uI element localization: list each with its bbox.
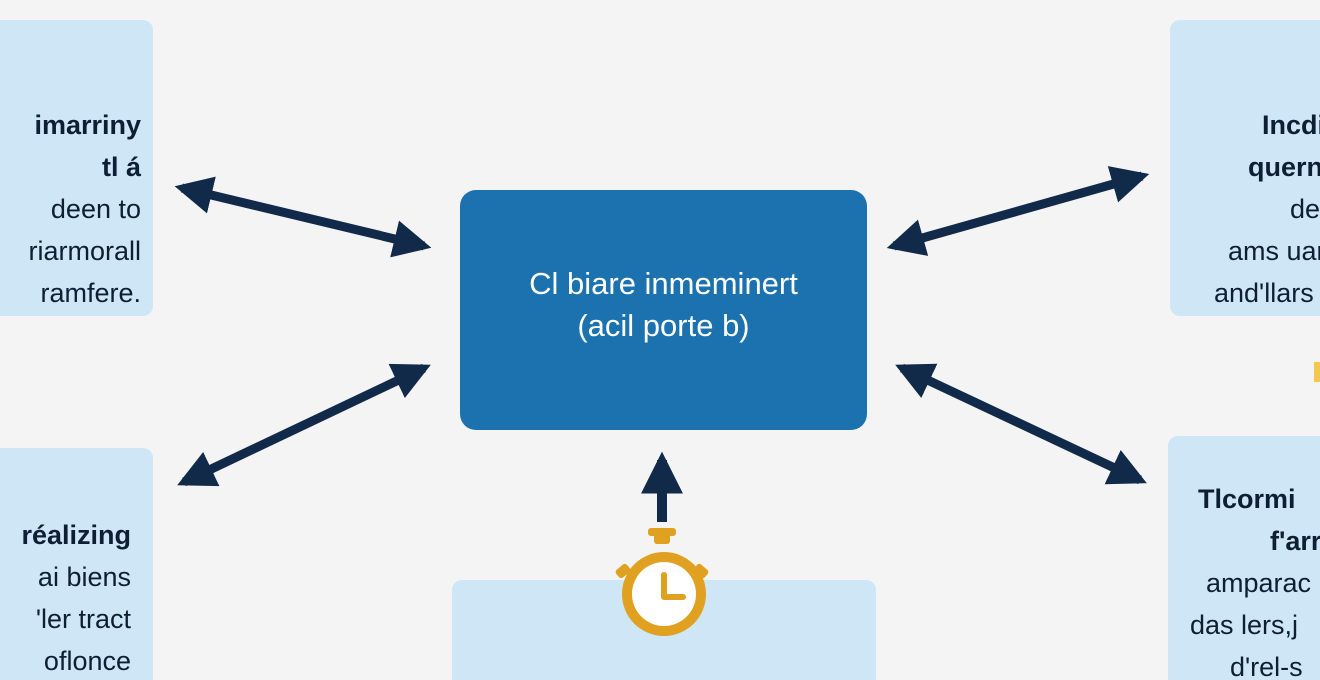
center-title-line-2: (acil porte b) bbox=[577, 308, 750, 343]
center-box: Cl biare inmeminert (acil porte b) bbox=[460, 190, 867, 430]
bottom-left-text: réalizing ai biens 'ler tract oflonce bbox=[21, 514, 131, 680]
top-right-line-2: querne bbox=[1248, 152, 1320, 182]
bottom-left-line-3: 'ler tract bbox=[35, 604, 131, 634]
center-title-line-1: Cl biare inmeminert bbox=[529, 266, 798, 301]
top-right-line-4: ams uar bbox=[1228, 236, 1320, 266]
bottom-left-line-2: ai biens bbox=[37, 562, 131, 592]
top-right-text: Incdie querne de s ams uar and'llars bbox=[1192, 104, 1320, 314]
bottom-right-line-2: f'arr bbox=[1270, 526, 1320, 556]
bottom-right-line-5: d'rel-s bbox=[1230, 652, 1303, 680]
center-text: Cl biare inmeminert (acil porte b) bbox=[460, 263, 867, 347]
bottom-right-line-4: das lers,j bbox=[1190, 610, 1299, 640]
top-right-line-1: Incdie bbox=[1262, 110, 1320, 140]
top-right-box: Incdie querne de s ams uar and'llars bbox=[1170, 20, 1320, 316]
arrow-bottom-right bbox=[895, 363, 1147, 485]
top-left-line-3: deen to bbox=[50, 194, 141, 224]
bottom-right-text: Tlcormi f'arr amparac das lers,j d'rel-s bbox=[1190, 478, 1320, 680]
top-left-line-2: tl á bbox=[101, 152, 141, 182]
top-left-box: imarriny tl á deen to riarmorall ramfere… bbox=[0, 20, 153, 316]
arrow-bottom-left bbox=[177, 363, 431, 487]
bottom-right-line-1: Tlcormi bbox=[1198, 484, 1296, 514]
arrow-top-right bbox=[886, 166, 1150, 256]
stopwatch-icon bbox=[615, 528, 709, 636]
top-right-line-5: and'llars bbox=[1214, 278, 1314, 308]
bottom-left-line-1: réalizing bbox=[21, 520, 131, 550]
bottom-left-line-4: oflonce bbox=[43, 646, 131, 676]
top-left-text: imarriny tl á deen to riarmorall ramfere… bbox=[28, 104, 141, 314]
bottom-right-line-3: amparac bbox=[1206, 568, 1312, 598]
bottom-left-box: réalizing ai biens 'ler tract oflonce bbox=[0, 448, 153, 680]
bottom-right-box: Tlcormi f'arr amparac das lers,j d'rel-s bbox=[1168, 436, 1320, 680]
top-right-line-3: de s bbox=[1290, 194, 1320, 224]
arrow-top-left bbox=[174, 176, 432, 258]
yellow-accent-mark bbox=[1314, 362, 1320, 382]
top-left-line-4: riarmorall bbox=[28, 236, 141, 266]
top-left-line-1: imarriny bbox=[34, 110, 141, 140]
top-left-line-5: ramfere. bbox=[40, 278, 141, 308]
